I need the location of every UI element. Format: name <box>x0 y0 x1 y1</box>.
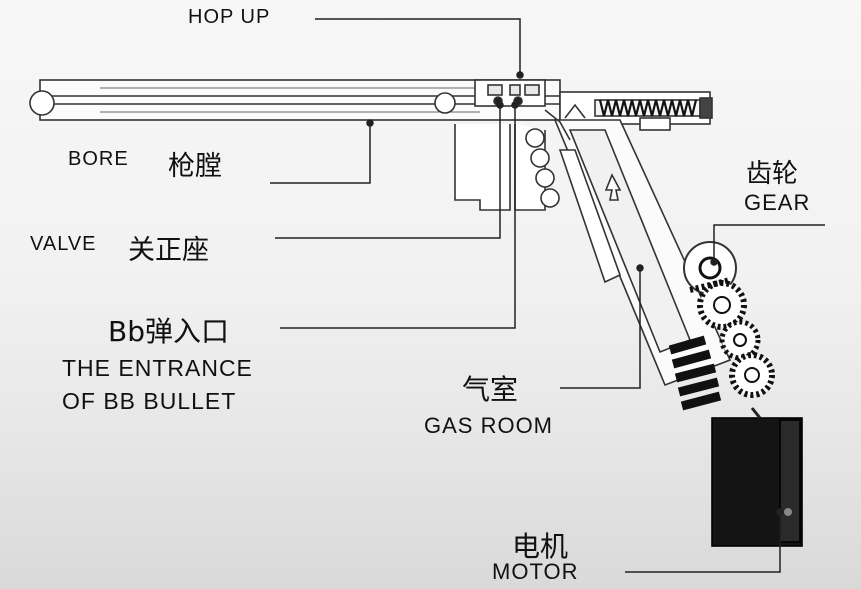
hop-up-label: HOP UP <box>188 6 271 28</box>
gear-label-zh: 齿轮 <box>746 159 799 189</box>
bore-label-en: BORE <box>68 148 129 170</box>
muzzle-bb <box>29 90 55 116</box>
valve-label-en: VALVE <box>30 233 97 255</box>
spring-assembly <box>559 91 713 131</box>
barrel <box>29 79 561 121</box>
motor-label-en: MOTOR <box>492 559 579 584</box>
chamber-bb <box>434 92 456 114</box>
motor-label-zh: 电机 <box>512 530 569 563</box>
bb-entrance-label-zh: Bb弹入口 <box>108 315 229 348</box>
valve-label-zh: 关正座 <box>128 235 209 266</box>
gas-room-label-zh: 气室 <box>462 373 519 406</box>
gear-label-en: GEAR <box>744 190 811 215</box>
grip-gas-chamber <box>544 103 732 387</box>
motor-spring <box>668 335 722 411</box>
bb-entrance-label-en-2: OF BB BULLET <box>62 388 237 414</box>
magazine-feed <box>454 124 560 211</box>
hop-up-unit <box>474 79 546 107</box>
leader-lines <box>270 18 825 573</box>
motor <box>711 407 803 547</box>
gearbox <box>683 241 775 398</box>
gas-room-label-en: GAS ROOM <box>424 413 554 438</box>
bb-entrance-label-en-1: THE ENTRANCE <box>62 355 253 381</box>
bore-label-zh: 枪膛 <box>168 151 222 182</box>
